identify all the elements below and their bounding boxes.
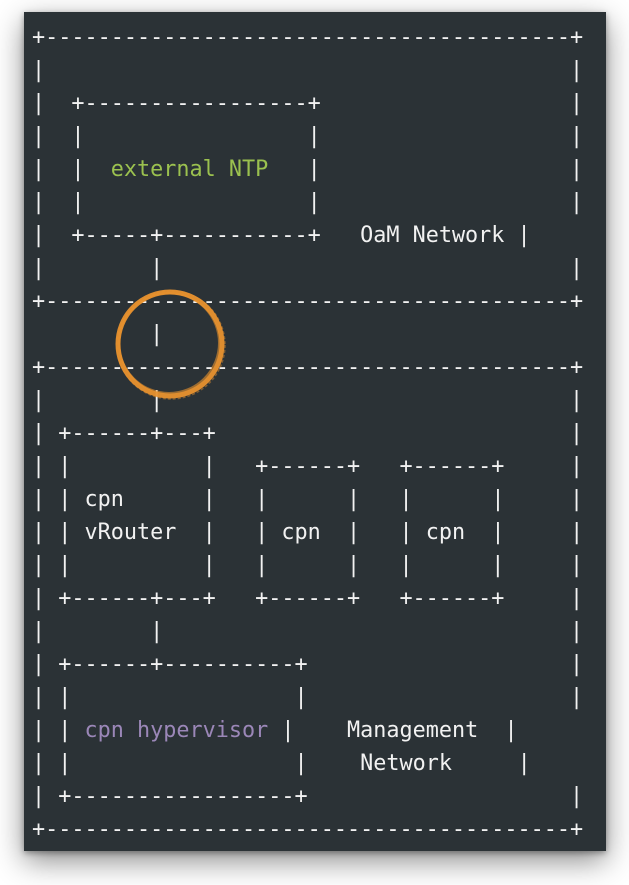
network-label: Network [360,751,452,776]
oam-top-border: +---------------------------------------… [32,25,584,50]
diagram-panel: +---------------------------------------… [24,12,606,851]
hypervisor-row: | | cpn hypervisor | Management | [32,718,518,743]
management-label: Management [346,718,479,743]
oam-bottom-border: +---------------------------------------… [32,289,584,314]
external-ntp-label: external NTP [110,157,269,182]
mgmt-bottom-border: +---------------------------------------… [32,817,584,842]
oam-network-label: OaM Network [360,223,505,248]
external-ntp-row: | | external NTP | | [32,157,584,182]
connection-line: | [32,322,164,347]
oam-network-row: | +-----+-----------+ OaM Network | [32,223,531,248]
ascii-diagram: +---------------------------------------… [32,21,583,846]
vrouter-label: vRouter [84,520,177,545]
cpn-box-2-label: cpn [425,520,466,545]
vrouter-row: | | vRouter | | cpn | | cpn | | [32,520,584,545]
cpn-box-1-label: cpn [281,520,321,545]
mgmt-top-border: +---------------------------------------… [32,355,584,380]
cpn-row: | | cpn | | | | | | [32,487,584,512]
cpn-hypervisor-label: cpn hypervisor [84,718,269,743]
vrouter-cpn-label: cpn [84,487,124,512]
